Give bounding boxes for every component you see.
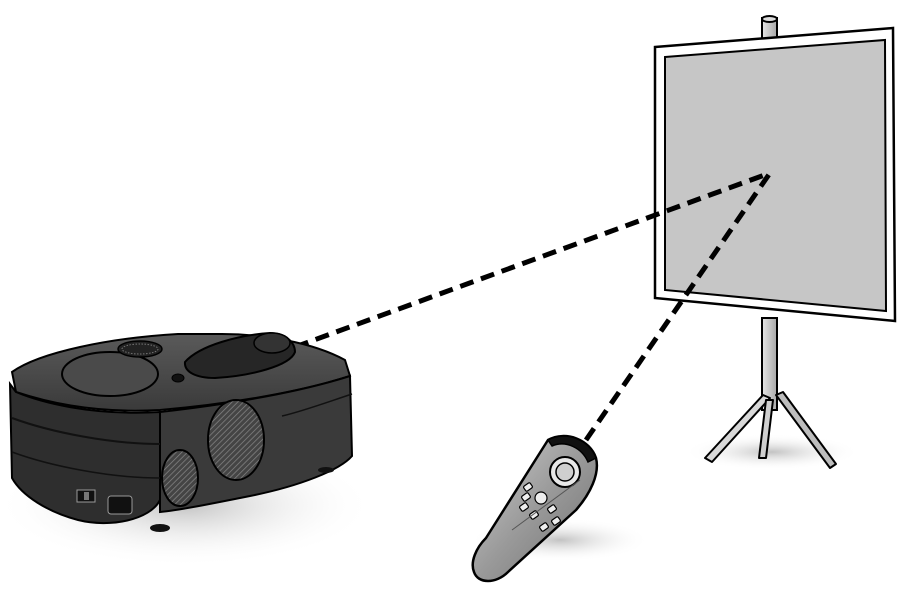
side-vent-large — [207, 399, 265, 481]
remote-ir-emitter — [546, 435, 597, 464]
remote-buttons — [518, 482, 562, 532]
projector — [0, 331, 375, 567]
lens-icon — [253, 332, 291, 354]
signal-beams — [294, 170, 773, 442]
remote-ir-beam — [583, 171, 773, 442]
tripod-legs — [704, 391, 837, 469]
projector-front — [8, 380, 161, 524]
screen-surface — [664, 38, 888, 313]
projector-beam — [294, 170, 771, 350]
power-indicator — [171, 373, 185, 383]
projector-top-disc — [61, 351, 159, 397]
focus-dial — [117, 340, 163, 358]
remote-control — [470, 434, 650, 583]
projection-screen — [653, 15, 897, 470]
power-socket — [107, 495, 133, 515]
front-vent-small — [161, 449, 199, 507]
